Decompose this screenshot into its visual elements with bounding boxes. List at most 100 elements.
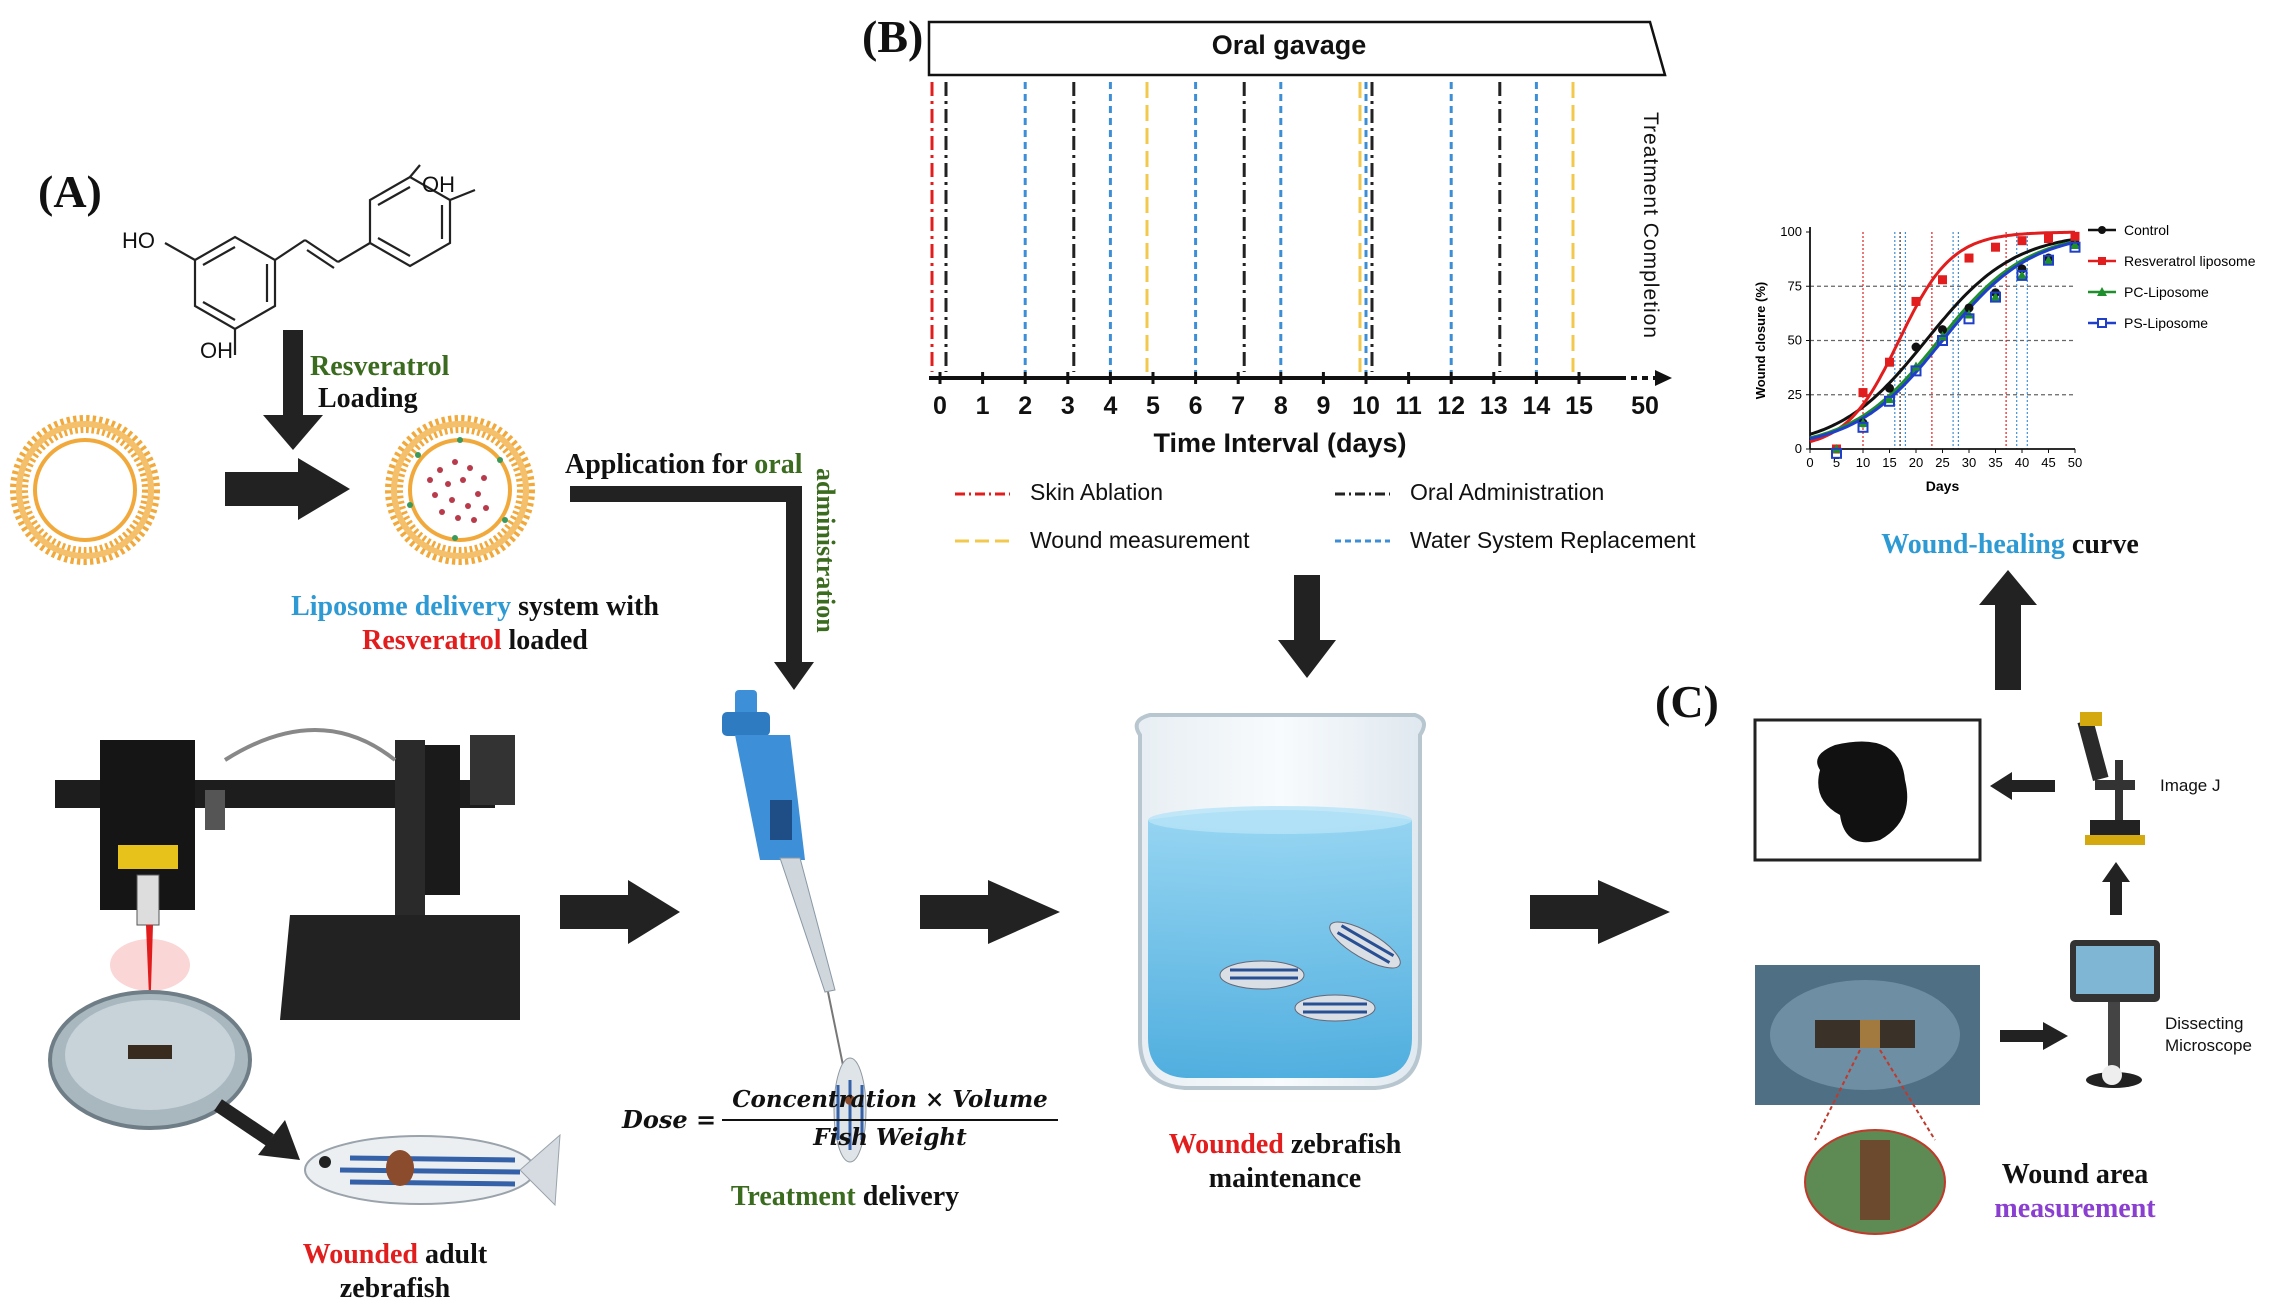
- chart-data-point: [2017, 236, 2027, 246]
- dose-numerator: Concentration × Volume: [732, 1086, 1048, 1113]
- chart-x-tick-label: 30: [1962, 455, 1976, 470]
- timeline-ticks: [938, 372, 1581, 384]
- chart-y-tick-label: 25: [1788, 387, 1802, 402]
- timeline-axis: [929, 370, 1672, 386]
- chart-x-tick-label: 50: [2068, 455, 2082, 470]
- timeline-tick-label: 10: [1352, 392, 1380, 420]
- timeline-tick-label: 50: [1631, 392, 1659, 420]
- chart-data-point: [1884, 395, 1895, 407]
- timeline-tick-label: 11: [1395, 392, 1422, 420]
- treatment-delivery-label: Treatment delivery: [680, 1180, 1010, 1214]
- chart-y-tick-label: 100: [1780, 224, 1802, 239]
- zebrafish-in-beaker: [1219, 921, 1401, 1022]
- chart-legend-marker: [2098, 257, 2106, 265]
- molecule-oh-left: HO: [122, 228, 155, 253]
- pipette-illustration: [722, 690, 867, 1163]
- resveratrol-molecule: [164, 164, 476, 355]
- legend-oral-administration: Oral Administration: [1410, 479, 1605, 505]
- treatment-completion-label: Treatment Completion: [1639, 112, 1662, 339]
- beaker-illustration: [1134, 713, 1426, 1090]
- timeline-tick-label: 7: [1231, 392, 1246, 420]
- wound-healing-curve-label: Wound-healing curve: [1840, 528, 2180, 562]
- chart-data-point: [1885, 383, 1894, 393]
- chart-data-point: [2016, 269, 2028, 281]
- image-j-label: Image J: [2160, 776, 2221, 795]
- treatment-word: Treatment: [730, 1181, 856, 1212]
- arrow-pipette-to-beaker: [920, 880, 1060, 944]
- timeline-tick-label: 2: [1018, 392, 1033, 420]
- chart-y-tick-label: 75: [1788, 278, 1802, 293]
- chart-data-point: [2070, 231, 2080, 241]
- chart-data-point: [1938, 325, 1947, 335]
- chart-legend-label: Resveratrol liposome: [2124, 253, 2256, 269]
- microscope-label: Microscope: [2165, 1036, 2252, 1055]
- dose-lhs: Dose =: [622, 1105, 717, 1134]
- application-oral: oral: [754, 449, 803, 480]
- chart-x-tick-label: 45: [2041, 455, 2055, 470]
- loaded-liposome: [385, 415, 535, 565]
- chart-data-point: [1990, 291, 2001, 303]
- resveratrol-text: Resveratrol: [362, 625, 502, 656]
- chart-x-tick-label: 35: [1988, 455, 2002, 470]
- legend-skin-ablation: Skin Ablation: [1030, 479, 1163, 505]
- maintenance-label: maintenance: [1208, 1163, 1362, 1194]
- empty-liposome: [10, 415, 160, 565]
- chart-x-tick-label: 20: [1909, 455, 1923, 470]
- zebrafish-word-b: zebrafish: [1283, 1129, 1402, 1160]
- oral-admin-connector: [570, 486, 814, 690]
- laser-engraver: [55, 728, 520, 1020]
- chart-data-point: [1937, 335, 1948, 346]
- dissecting-label: Dissecting: [2165, 1014, 2244, 1033]
- chart-x-tick-label: 40: [2015, 455, 2029, 470]
- loading-label-resveratrol: Resveratrol: [310, 351, 450, 382]
- dissecting-microscope-icon: [2070, 940, 2160, 1088]
- chart-data-point: [1990, 292, 2001, 302]
- measurement-label: measurement: [1994, 1193, 2156, 1224]
- legend-wound-measurement: Wound measurement: [1030, 527, 1250, 553]
- chart-data-point: [2017, 270, 2027, 280]
- chart-fit-curve: [1809, 230, 2075, 444]
- timeline-tick-label: 4: [1103, 392, 1118, 420]
- timeline-tick-label: 13: [1479, 392, 1508, 420]
- arrow-dissecting-to-compound: [2102, 862, 2130, 915]
- wound-zoom-inset: [1804, 1049, 1946, 1235]
- wounded-word-a: Wounded: [302, 1239, 418, 1270]
- chart-x-tick-label: 0: [1806, 455, 1813, 470]
- arrow-up-to-curve: [1979, 570, 2037, 690]
- legend-water-replacement: Water System Replacement: [1410, 527, 1696, 553]
- loading-arrow: [263, 330, 323, 450]
- chart-data-point: [1911, 342, 1921, 352]
- timeline-tick-label: 14: [1522, 392, 1551, 420]
- dose-denominator: Fish Weight: [813, 1124, 967, 1151]
- arrow-engraver-to-pipette: [560, 880, 680, 944]
- chart-data-point: [1857, 421, 1869, 433]
- timeline-axis-title: Time Interval (days): [1153, 428, 1407, 458]
- compound-microscope-icon: [2077, 712, 2145, 845]
- adult-word: adult: [417, 1239, 488, 1270]
- wound-photo: [1755, 965, 1980, 1105]
- chart-data-point: [1858, 388, 1868, 398]
- timeline-tick-label: 12: [1437, 392, 1466, 420]
- chart-legend-marker: [2097, 287, 2107, 296]
- chart-data-point: [2069, 241, 2081, 253]
- chart-data-point: [1938, 275, 1947, 285]
- liposome-caption-line2: Resveratrol loaded: [260, 624, 690, 658]
- chart-data-point: [1911, 296, 1921, 306]
- chart-x-tick-label: 15: [1882, 455, 1896, 470]
- timeline-event-lines: [930, 82, 1575, 372]
- timeline-tick-label: 3: [1060, 392, 1075, 420]
- timeline-tick-label: 15: [1565, 392, 1593, 420]
- dish-to-fish-arrow: [214, 1099, 300, 1160]
- chart-data-point: [1910, 365, 1922, 377]
- chart-x-tick-label: 10: [1856, 455, 1870, 470]
- system-with-text: system with: [511, 591, 659, 622]
- wound-healing-word: Wound-healing: [1881, 529, 2065, 560]
- timeline-tick-label: 0: [933, 392, 947, 420]
- chart-data-point: [2070, 240, 2080, 250]
- liposome-delivery-text: Liposome delivery: [291, 591, 512, 622]
- timeline-tick-label: 5: [1146, 392, 1160, 420]
- chart-legend-label: PS-Liposome: [2124, 315, 2208, 331]
- chart-x-label: Days: [1926, 478, 1960, 494]
- chart-data-point: [1991, 242, 2000, 252]
